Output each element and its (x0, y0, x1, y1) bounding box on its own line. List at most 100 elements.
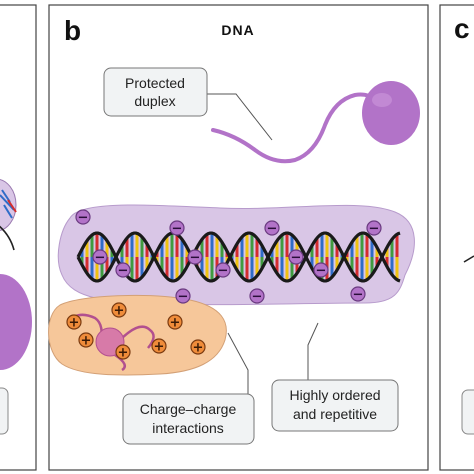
callout-charge-charge: Charge–charge interactions (122, 393, 255, 445)
negative-charge: − (264, 220, 280, 237)
positive-charge: + (111, 302, 127, 319)
panel-a-dna-fragment-2 (7, 199, 17, 213)
panel-c-border (439, 4, 474, 471)
negative-charge-circle (169, 220, 185, 236)
negative-charge-symbol: − (316, 264, 327, 279)
negative-charge: − (92, 249, 108, 266)
callout-protected-duplex-leader (207, 93, 273, 141)
panel-a-callout-box (0, 387, 9, 435)
negative-charge-symbol: − (190, 251, 201, 266)
negative-charge-symbol: − (369, 222, 380, 237)
negative-charge: − (249, 288, 265, 305)
negative-charge-circle (187, 249, 203, 265)
negative-charge-symbol: − (172, 222, 183, 237)
negative-charge-symbol: − (291, 251, 302, 266)
negative-charge: − (288, 249, 304, 266)
negative-charge: − (169, 220, 185, 237)
negative-charge-circle (249, 288, 265, 304)
negative-charge: − (115, 262, 131, 279)
positive-charge: + (151, 338, 167, 355)
positive-charge: + (66, 314, 82, 331)
positive-charge: + (167, 314, 183, 331)
callout-charge-leader (227, 332, 249, 395)
negative-charge: − (75, 209, 91, 226)
negative-charge: − (215, 262, 231, 279)
negative-charge-circle (313, 262, 329, 278)
negative-charge: − (366, 220, 382, 237)
negative-charge: − (313, 262, 329, 279)
negative-charge-circle (350, 286, 366, 302)
protein-tail-2 (119, 325, 155, 349)
callout-protected-duplex: Protected duplex (103, 67, 273, 141)
callout-protected-duplex-line-1: Protected (125, 75, 185, 91)
positive-charge: + (190, 339, 206, 356)
negative-charge: − (175, 288, 191, 305)
panel-c-callout-box (461, 389, 474, 435)
panel-a-strand (0, 225, 15, 251)
negative-charge-circle (75, 209, 91, 225)
positive-charge-circle (115, 344, 131, 360)
negative-charge-symbol: − (95, 251, 106, 266)
callout-charge-charge-line-1: Charge–charge (140, 401, 237, 417)
callout-highly-ordered-line-1: Highly ordered (289, 387, 380, 403)
negative-charge-circle (175, 288, 191, 304)
panel-a-protein (0, 274, 32, 370)
panel-b: b DNA Protected duplex −−−−−−−−−−−−− +++… (48, 4, 429, 471)
callout-protected-duplex-line-2: duplex (134, 93, 175, 109)
panel-b-letter: b (64, 15, 81, 46)
negative-charge-symbol: − (252, 290, 263, 305)
panel-a-partial (0, 4, 37, 471)
negative-charge-circle (366, 220, 382, 236)
negative-charge-circle (215, 262, 231, 278)
positive-charge-symbol: + (81, 334, 92, 349)
callout-highly-ordered: Highly ordered and repetitive (271, 379, 399, 432)
callout-highly-ordered-box (271, 379, 399, 432)
panel-title: DNA (221, 22, 254, 38)
positive-charge-circle (111, 302, 127, 318)
negative-charge-circle (115, 262, 131, 278)
negative-charge-symbol: − (353, 288, 364, 303)
helix-backbone-strand-2 (76, 231, 401, 283)
panel-c-partial: c (439, 4, 474, 471)
positive-charge: + (115, 344, 131, 361)
positive-charge-symbol: + (170, 316, 181, 331)
negative-charge-symbol: − (267, 222, 278, 237)
positive-charge-symbol: + (69, 316, 80, 331)
positive-charge-symbol: + (114, 304, 125, 319)
negative-charge: − (187, 249, 203, 266)
negative-charge-circle (264, 220, 280, 236)
callout-ordered-leader (307, 322, 319, 380)
positive-charge-symbol: + (193, 341, 204, 356)
positive-charge-symbol: + (118, 346, 129, 361)
callout-charge-charge-box (122, 393, 255, 445)
negative-charge: − (350, 286, 366, 303)
positive-charge-circle (78, 332, 94, 348)
positive-charge-symbol: + (154, 340, 165, 355)
positive-charge: + (78, 332, 94, 349)
panel-c-strand (463, 255, 474, 263)
negative-charge-circle (92, 249, 108, 265)
callout-charge-charge-line-2: interactions (152, 420, 224, 436)
positive-charge-circle (151, 338, 167, 354)
strand-protein-head (362, 81, 420, 145)
strand-protein-highlight (372, 93, 392, 107)
single-strand-dna (211, 92, 377, 164)
negative-charge-symbol: − (178, 290, 189, 305)
callout-protected-duplex-box (103, 67, 208, 117)
negative-charge-symbol: − (218, 264, 229, 279)
negative-charge-symbol: − (78, 211, 89, 226)
callout-highly-ordered-line-2: and repetitive (293, 406, 377, 422)
positive-charge-circle (167, 314, 183, 330)
negative-charges: −−−−−−−−−−−−− (75, 209, 382, 305)
panel-c-letter: c (454, 13, 470, 44)
panel-a-border (0, 4, 37, 471)
double-helix (76, 231, 401, 283)
protein-blob (48, 294, 227, 376)
positive-charge-circle (66, 314, 82, 330)
positive-charge-circle (190, 339, 206, 355)
negative-charge-symbol: − (118, 264, 129, 279)
negative-charge-circle (288, 249, 304, 265)
positive-charges: +++++++ (66, 302, 206, 361)
